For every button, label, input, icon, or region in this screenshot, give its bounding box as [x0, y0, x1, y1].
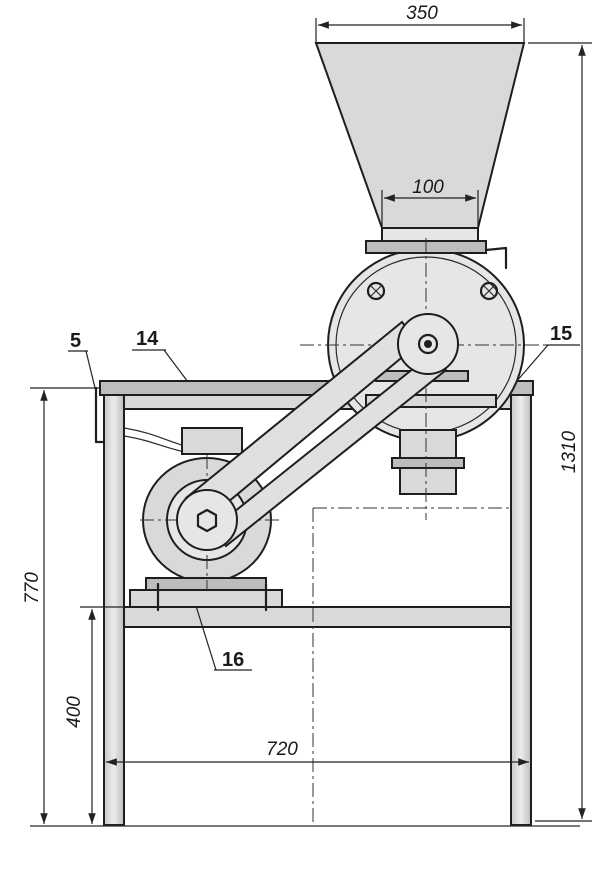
- dim-hopper-top-width: 350: [406, 3, 438, 24]
- bracket-part-5: [94, 386, 106, 444]
- motor-shelf: [123, 606, 512, 628]
- bolt-icon: [366, 281, 386, 301]
- right-leg: [510, 394, 532, 826]
- left-leg: [103, 394, 125, 826]
- motor-pulley: [176, 489, 238, 551]
- motor-terminal-box: [181, 427, 243, 455]
- belt-drive: [176, 313, 459, 551]
- dim-hopper-outlet-width: 100: [412, 177, 444, 198]
- frame: [30, 380, 580, 827]
- bolt-icon: [479, 281, 499, 301]
- part-number-5: 5: [70, 330, 81, 352]
- part-number-14: 14: [136, 328, 159, 350]
- dimensions: 350 100 1310 770 400 720: [22, 3, 592, 824]
- dim-table-height: 770: [22, 572, 43, 604]
- dim-frame-width: 720: [266, 739, 298, 760]
- part-callouts: 5 14 15 16: [68, 323, 580, 671]
- part-number-16: 16: [222, 649, 244, 671]
- lever-handle: [484, 246, 508, 270]
- hopper: [314, 42, 526, 229]
- dim-overall-height: 1310: [559, 430, 580, 473]
- part-number-15: 15: [550, 323, 572, 345]
- dim-shelf-height: 400: [64, 696, 85, 728]
